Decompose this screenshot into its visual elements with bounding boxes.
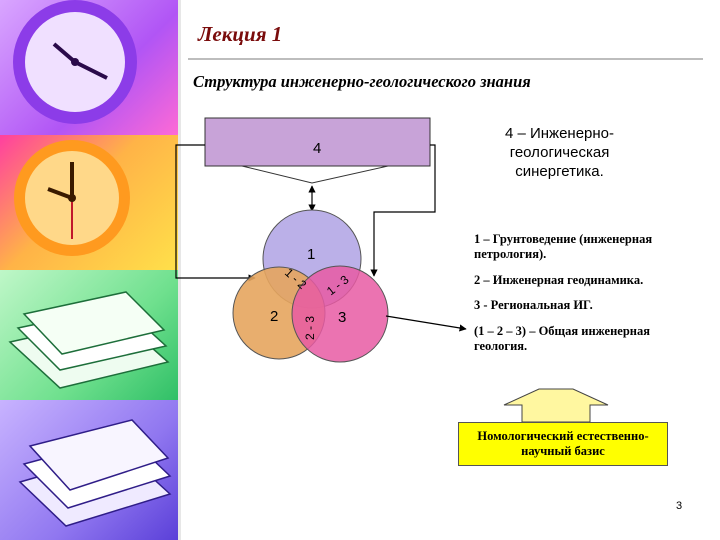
right-feedback-arrow (370, 144, 436, 277)
book-stack-icon (18, 419, 172, 527)
legend-item-4: (1 – 2 – 3) – Общая инженерная геология. (474, 324, 651, 353)
legend-item-3: 3 - Региональная ИГ. (474, 298, 593, 312)
basis-box: Номологический естественно-научный базис (458, 422, 668, 466)
slide-title: Лекция 1 (198, 22, 283, 46)
synergetics-label: 4 – Инженерно-геологическая синергетика. (504, 125, 615, 180)
overlap-2-3-label: 2 - 3 (303, 316, 317, 340)
legend-item-1: 1 – Грунтоведение (инженерная петрология… (474, 232, 653, 261)
box-down-arrow (241, 165, 389, 184)
circle-3 (291, 265, 389, 363)
papers-panel (0, 270, 180, 400)
circle-2-label: 2 (270, 308, 278, 325)
slide-subtitle: Структура инженерно-геологического знани… (193, 72, 531, 91)
left-image-strip (0, 0, 180, 540)
basis-up-arrow (503, 388, 609, 423)
box-4-label: 4 (313, 140, 321, 157)
purple-clock-icon (13, 0, 137, 124)
purple-clock-panel (0, 0, 180, 135)
circle-1-label: 1 (307, 246, 315, 263)
orange-clock-icon (14, 140, 130, 256)
books-panel (0, 400, 180, 540)
left-feedback-arrow (175, 144, 256, 282)
strip-divider (178, 0, 181, 540)
circle-3-label: 3 (338, 309, 346, 326)
orange-clock-panel (0, 135, 180, 270)
legend-item-2: 2 – Инженерная геодинамика. (474, 273, 644, 287)
paper-stack-icon (8, 291, 170, 389)
slide-number: 3 (676, 500, 683, 512)
title-underline (188, 58, 703, 60)
circle-3-pointer-arrow (385, 315, 467, 332)
